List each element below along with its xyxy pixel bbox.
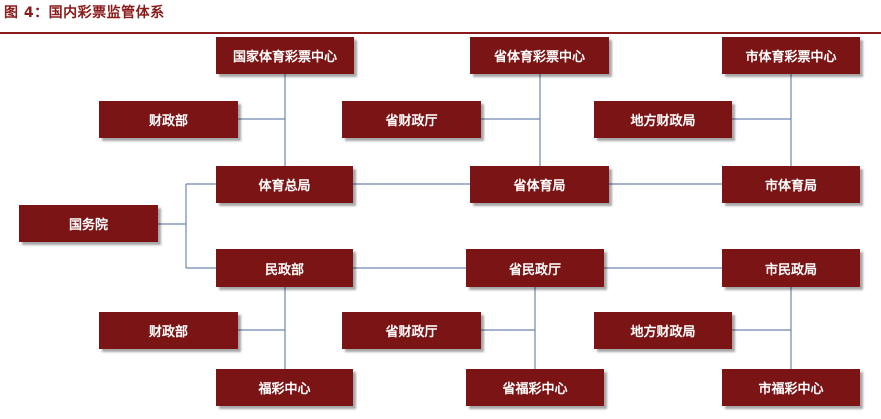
node-provincial-lottery-center: 省体育彩票中心	[470, 37, 609, 74]
node-general-sports-admin: 体育总局	[216, 166, 353, 203]
node-provincial-finance-welfare: 省财政厅	[342, 312, 481, 349]
node-city-lottery-center: 市体育彩票中心	[722, 37, 860, 74]
node-city-civil-affairs: 市民政局	[722, 249, 860, 287]
node-provincial-finance-sports: 省财政厅	[342, 101, 481, 138]
title-divider	[0, 32, 881, 34]
node-provincial-civil-affairs: 省民政厅	[466, 249, 604, 287]
node-state-council: 国务院	[19, 205, 158, 242]
node-city-welfare-center: 市福彩中心	[722, 369, 860, 406]
connector-state-council	[158, 183, 216, 269]
node-national-lottery-center: 国家体育彩票中心	[216, 37, 354, 74]
node-welfare-lottery-center: 福彩中心	[216, 369, 353, 406]
node-local-finance-sports: 地方财政局	[594, 101, 732, 138]
node-provincial-sports-bureau: 省体育局	[470, 166, 609, 203]
figure-title: 图 4：国内彩票监管体系	[4, 5, 165, 21]
node-local-finance-welfare: 地方财政局	[594, 312, 732, 349]
node-provincial-welfare-center: 省福彩中心	[466, 369, 604, 406]
node-city-sports-bureau: 市体育局	[722, 166, 860, 203]
node-finance-ministry-sports: 财政部	[99, 101, 238, 138]
node-civil-affairs-ministry: 民政部	[216, 249, 353, 287]
node-finance-ministry-welfare: 财政部	[99, 312, 238, 349]
